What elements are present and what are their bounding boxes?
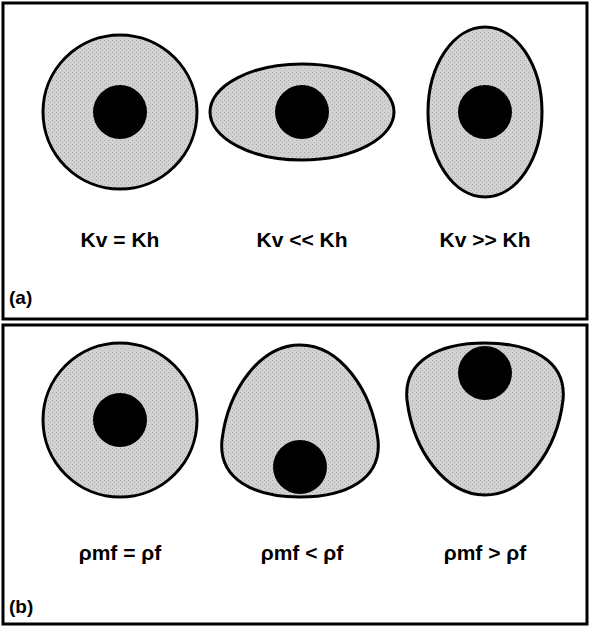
grain-outline	[210, 64, 394, 160]
grain-outline	[428, 27, 542, 197]
grain-outline	[43, 343, 197, 497]
panel-frame	[3, 325, 587, 624]
condition-label: Kv >> Kh	[439, 228, 530, 251]
condition-label: ρmf = ρf	[79, 541, 162, 564]
core-dot	[93, 85, 147, 139]
panel-letter: (a)	[9, 288, 32, 309]
core-dot	[93, 393, 147, 447]
condition-label: ρmf > ρf	[444, 541, 527, 564]
grain-outline	[222, 345, 379, 497]
core-dot	[275, 85, 329, 139]
core-dot	[273, 440, 327, 494]
panel-frame	[3, 3, 587, 319]
condition-label: Kv << Kh	[256, 228, 347, 251]
core-dot	[458, 346, 512, 400]
panel-letter: (b)	[9, 597, 33, 618]
condition-label: Kv = Kh	[81, 228, 160, 251]
condition-label: ρmf < ρf	[261, 541, 344, 564]
grain-outline	[407, 343, 564, 495]
core-dot	[458, 85, 512, 139]
grain-outline	[43, 35, 197, 189]
